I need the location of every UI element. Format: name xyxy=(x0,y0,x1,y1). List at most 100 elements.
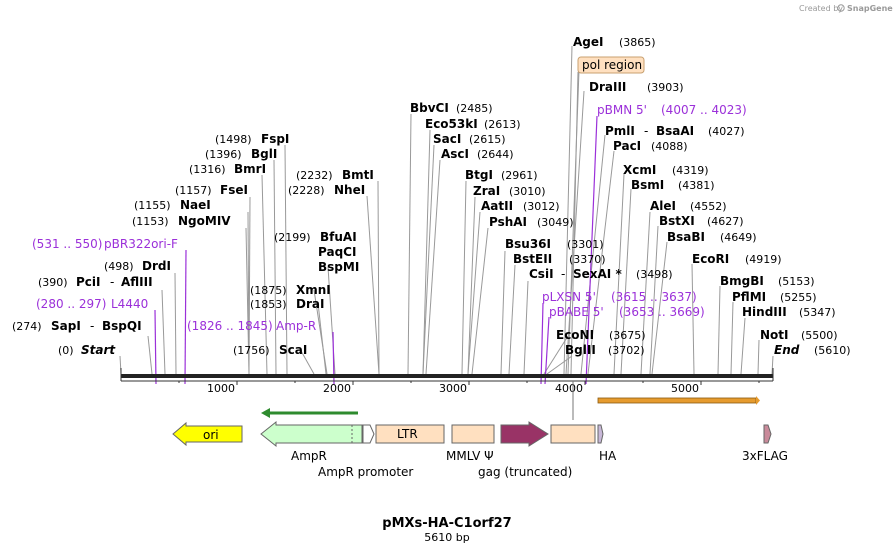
site-sapi-label[interactable]: SapI xyxy=(51,319,81,333)
site-alei-label[interactable]: AleI xyxy=(650,199,676,213)
site-drdi-label[interactable]: DrdI xyxy=(142,259,171,273)
site-econi-label[interactable]: EcoNI xyxy=(556,328,594,342)
primer-pbmn-label[interactable]: pBMN 5' xyxy=(597,103,647,117)
feature-ltr-3prime[interactable] xyxy=(550,424,596,444)
primer-pbr322ori-f-label[interactable]: pBR322ori-F xyxy=(104,237,178,251)
site-position: (2615) xyxy=(469,133,506,146)
axis-tick-label: 1000 xyxy=(207,382,235,395)
site-agei-label[interactable]: AgeI xyxy=(573,35,603,49)
site-bspqi-label[interactable]: BspQI xyxy=(102,319,142,333)
site-xmni-label[interactable]: XmnI xyxy=(296,283,331,297)
site-bsaai-label[interactable]: BsaAI xyxy=(656,124,694,138)
site-position: (2199) xyxy=(274,231,311,244)
feature-ori[interactable]: ori xyxy=(172,421,243,447)
primer-range: (1826 .. 1845) xyxy=(187,319,273,333)
site-bbvci-label[interactable]: BbvCI xyxy=(410,101,449,115)
site-bmgbi-label[interactable]: BmgBI xyxy=(720,274,764,288)
site-bgli-label[interactable]: BglI xyxy=(251,147,277,161)
feature-ltr-label: LTR xyxy=(397,427,418,441)
site-hindiii-label[interactable]: HindIII xyxy=(742,305,787,319)
site-position: (2644) xyxy=(477,148,514,161)
site-ngomiv-label[interactable]: NgoMIV xyxy=(178,214,231,228)
site-position: (1875) xyxy=(250,284,287,297)
site-end-label[interactable]: End xyxy=(774,343,800,357)
site-bsabi-label[interactable]: BsaBI xyxy=(667,230,705,244)
site-saci-label[interactable]: SacI xyxy=(433,132,461,146)
feature-ltr[interactable]: LTR xyxy=(375,424,445,444)
pol-region-feature[interactable]: pol region xyxy=(577,56,645,74)
site-xcmi-label[interactable]: XcmI xyxy=(623,163,656,177)
site-start-label[interactable]: Start xyxy=(81,343,116,357)
site-position: (3675) xyxy=(609,329,646,342)
site-fspi-label[interactable]: FspI xyxy=(261,132,289,146)
feature-ampr-promoter[interactable] xyxy=(362,424,375,444)
axis-tick-label: 4000 xyxy=(555,382,583,395)
site-bsteii-label[interactable]: BstEII xyxy=(513,252,552,266)
primer-range: (4007 .. 4023) xyxy=(661,103,747,117)
site-position: (4627) xyxy=(707,215,744,228)
feature-3xflag[interactable] xyxy=(763,424,772,444)
primer-plxsn-label[interactable]: pLXSN 5' xyxy=(542,290,596,304)
feature-ampr[interactable] xyxy=(260,420,363,448)
feature-ampr-label: AmpR xyxy=(291,449,327,463)
site-position: (4919) xyxy=(745,253,782,266)
site-nhei-label[interactable]: NheI xyxy=(334,183,365,197)
site-drai-label[interactable]: DraI xyxy=(296,297,324,311)
site-eco53ki-label[interactable]: Eco53kI xyxy=(425,117,478,131)
site-position: (498) xyxy=(104,260,134,273)
site-ecori-label[interactable]: EcoRI xyxy=(692,252,729,266)
feature-ha-label: HA xyxy=(599,449,617,463)
site-bspmi-label[interactable]: BspMI xyxy=(318,260,359,274)
site-pshai-label[interactable]: PshAI xyxy=(489,215,527,229)
axis-tick-label: 2000 xyxy=(323,382,351,395)
site-sexai-label[interactable]: SexAI * xyxy=(573,267,622,281)
credit-prefix: Created by xyxy=(799,4,843,13)
site-position: (4027) xyxy=(708,125,745,138)
site-connector-lines xyxy=(119,45,774,375)
site-position: (1316) xyxy=(189,163,226,176)
primer-l4440-label[interactable]: L4440 xyxy=(111,297,148,311)
pol-region-label: pol region xyxy=(582,58,642,72)
feature-gag-label: gag (truncated) xyxy=(478,465,572,479)
primer-amp-r-label[interactable]: Amp-R xyxy=(276,319,316,333)
site-position: (2961) xyxy=(501,169,538,182)
site-position: (3010) xyxy=(509,185,546,198)
site-bsmi-label[interactable]: BsmI xyxy=(631,178,664,192)
site-position: (4319) xyxy=(672,164,709,177)
primer-range: (3615 .. 3637) xyxy=(611,290,697,304)
site-bmti-label[interactable]: BmtI xyxy=(342,168,374,182)
site-paqci-label[interactable]: PaqCI xyxy=(318,245,356,259)
site-position: (5255) xyxy=(780,291,817,304)
site-pcii-label[interactable]: PciI xyxy=(76,275,101,289)
primer-pbabe-label[interactable]: pBABE 5' xyxy=(549,305,604,319)
site-position: (2485) xyxy=(456,102,493,115)
site-afliii-label[interactable]: AflIII xyxy=(121,275,153,289)
site-bsu36i-label[interactable]: Bsu36I xyxy=(505,237,551,251)
site-btgi-label[interactable]: BtgI xyxy=(465,168,493,182)
site-draiii-label[interactable]: DraIII xyxy=(589,80,626,94)
feature-ha[interactable] xyxy=(597,424,604,444)
site-scai-label[interactable]: ScaI xyxy=(279,343,307,357)
site-paci-label[interactable]: PacI xyxy=(613,139,641,153)
site-noti-label[interactable]: NotI xyxy=(760,328,789,342)
site-zrai-label[interactable]: ZraI xyxy=(473,184,500,198)
feature-gag[interactable] xyxy=(500,421,549,447)
site-bfuai-label[interactable]: BfuAI xyxy=(320,230,357,244)
site-position: (5610) xyxy=(814,344,851,357)
orf-insert[interactable] xyxy=(597,396,760,405)
site-pmli-label[interactable]: PmlI xyxy=(605,124,635,138)
site-aatii-label[interactable]: AatII xyxy=(481,199,513,213)
site-fsei-label[interactable]: FseI xyxy=(220,183,248,197)
site-naei-label[interactable]: NaeI xyxy=(180,198,211,212)
orf-ampr[interactable] xyxy=(261,408,358,418)
site-position: (4088) xyxy=(651,140,688,153)
site-bmri-label[interactable]: BmrI xyxy=(234,162,266,176)
site-pflmi-label[interactable]: PflMI xyxy=(732,290,766,304)
site-csii-label[interactable]: CsiI xyxy=(529,267,554,281)
site-position: (1853) xyxy=(250,298,287,311)
site-bglii-label[interactable]: BglII xyxy=(565,343,596,357)
feature-mmlv-psi[interactable] xyxy=(451,424,495,444)
sequence-backbone xyxy=(120,368,774,382)
site-bstxi-label[interactable]: BstXI xyxy=(659,214,695,228)
site-asci-label[interactable]: AscI xyxy=(441,147,469,161)
